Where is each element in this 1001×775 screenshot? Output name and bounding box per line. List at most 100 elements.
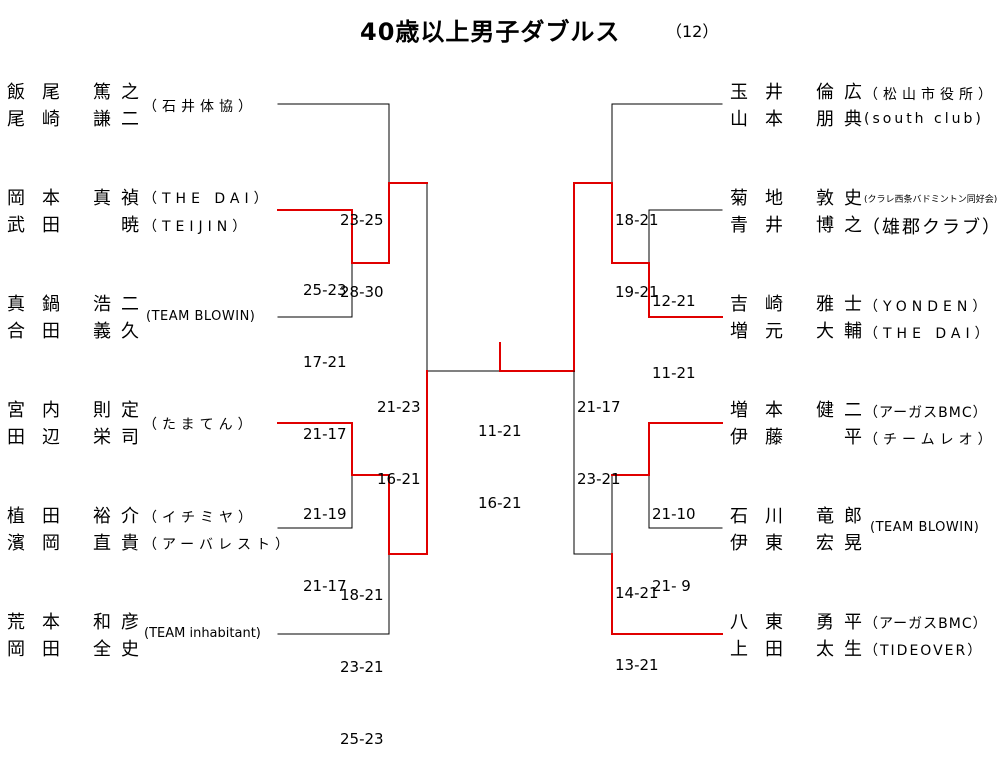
line-r1 (611, 103, 723, 184)
name-char: 二 (844, 400, 862, 421)
club-l4: （たまてん） (143, 417, 257, 433)
line-r5 (648, 474, 723, 529)
name-char: 本 (765, 109, 783, 130)
score-right-r2-top: 18-21 19-21 (615, 160, 659, 328)
club-r2a: (クラレ西条バドミントン同好会) (864, 195, 998, 205)
name-char: 上 (730, 639, 748, 660)
name-char: 玉 (730, 82, 748, 103)
name-char: 井 (765, 82, 783, 103)
name-char: 大 (816, 321, 834, 342)
name-char: 合 (7, 321, 25, 342)
name-char: 史 (121, 639, 139, 660)
name-char: 八 (730, 612, 748, 633)
club-r1a: （松山市役所） (864, 87, 997, 103)
score-line: 11-21 (652, 364, 696, 382)
score-line: 16-21 (478, 494, 522, 512)
score-line: 23-21 (340, 658, 384, 676)
club-r5: (TEAM BLOWIN) (870, 520, 980, 535)
win-r4 (611, 422, 723, 476)
score-left-r1-top: 25-23 17-21 21-17 (303, 230, 347, 470)
score-right-r1-bottom: 21-10 21- 9 (652, 454, 696, 622)
win-final (499, 182, 575, 372)
name-char: 雅 (816, 294, 834, 315)
score-line: 25-23 (340, 730, 384, 748)
name-char: 荒 (7, 612, 25, 633)
score-line: 16-21 (377, 470, 421, 488)
score-left-semi: 21-23 16-21 (377, 347, 421, 515)
name-char: 篤 (93, 82, 111, 103)
name-char: 司 (121, 427, 139, 448)
score-left-r1-bottom: 21-19 21-17 (303, 454, 347, 622)
club-l2b: （TEIJIN） (143, 219, 252, 235)
score-line: 21-19 (303, 505, 347, 523)
win-r3 (573, 182, 723, 318)
club-l6: (TEAM inhabitant) (144, 626, 261, 641)
name-char: 二 (121, 109, 139, 130)
name-char: 真 (93, 188, 111, 209)
score-line: 18-21 (340, 586, 384, 604)
name-char: 之 (121, 82, 139, 103)
name-char: 貴 (121, 533, 139, 554)
line-l5 (277, 474, 353, 529)
score-left-r2-bottom: 18-21 23-21 25-23 (340, 535, 384, 775)
name-char: 広 (844, 82, 862, 103)
name-char: 辺 (42, 427, 60, 448)
score-line: 21-17 (303, 577, 347, 595)
name-char: 博 (816, 215, 834, 236)
club-r3b: （THE DAI） (864, 326, 994, 342)
score-line: 23-21 (577, 470, 621, 488)
name-char: 伊 (730, 427, 748, 448)
score-line: 28-30 (340, 283, 384, 301)
score-line: 17-21 (303, 353, 347, 371)
name-char: 藤 (765, 427, 783, 448)
page-title: 40歳以上男子ダブルス (360, 18, 621, 46)
name-char: 平 (844, 612, 862, 633)
name-char: 朋 (816, 109, 834, 130)
name-char: 田 (42, 215, 60, 236)
score-line: 21-10 (652, 505, 696, 523)
name-char: 吉 (730, 294, 748, 315)
name-char: 岡 (42, 533, 60, 554)
club-r1b: (south club) (864, 111, 984, 127)
club-r4a: （アーガスBMC） (864, 405, 988, 421)
name-char: 和 (93, 612, 111, 633)
score-line: 21-17 (303, 425, 347, 443)
name-char: 武 (7, 215, 25, 236)
name-char: 輔 (844, 321, 862, 342)
name-char: 田 (765, 639, 783, 660)
name-char: 典 (844, 109, 862, 130)
line-l1 (277, 103, 390, 184)
score-line: 21-23 (377, 398, 421, 416)
name-char: 石 (730, 506, 748, 527)
name-char: 元 (765, 321, 783, 342)
club-l3: (TEAM BLOWIN) (146, 309, 256, 324)
name-char: 介 (121, 506, 139, 527)
score-line: 18-21 (615, 211, 659, 229)
name-char: 謙 (93, 109, 111, 130)
name-char: 田 (42, 639, 60, 660)
name-char: 山 (730, 109, 748, 130)
name-char: 東 (765, 612, 783, 633)
score-right-r1-top: 12-21 11-21 (652, 241, 696, 409)
name-char: 本 (42, 612, 60, 633)
win-r6 (611, 553, 723, 635)
name-char: 青 (730, 215, 748, 236)
score-line: 12-21 (652, 292, 696, 310)
win-l4 (277, 370, 428, 555)
name-char: 二 (121, 294, 139, 315)
name-char: 川 (765, 506, 783, 527)
name-char: 宮 (7, 400, 25, 421)
name-char: 植 (7, 506, 25, 527)
club-l5b: （アーバレスト） (143, 537, 295, 553)
name-char: 崎 (765, 294, 783, 315)
club-r6a: （アーガスBMC） (864, 616, 988, 632)
name-char: 内 (42, 400, 60, 421)
name-char: 尾 (42, 82, 60, 103)
name-char: 岡 (7, 188, 25, 209)
club-l5a: （イチミヤ） (143, 510, 257, 526)
score-line: 25-23 (303, 281, 347, 299)
name-char: 彦 (121, 612, 139, 633)
club-r3a: （YONDEN） (864, 299, 992, 315)
name-char: 栄 (93, 427, 111, 448)
name-char: 士 (844, 294, 862, 315)
